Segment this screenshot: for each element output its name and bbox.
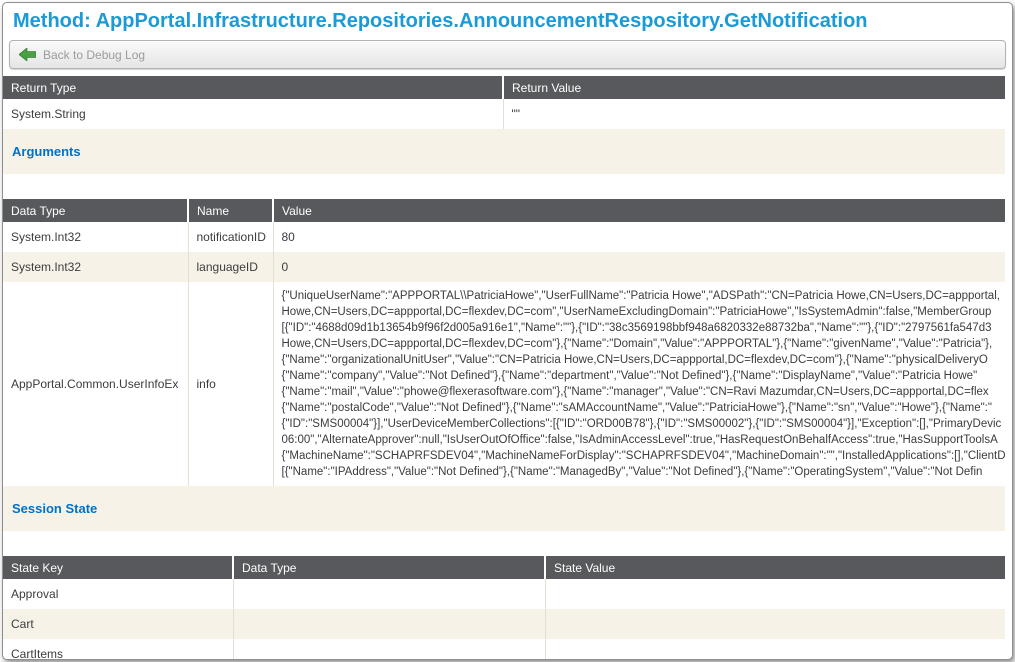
back-arrow-icon: [19, 48, 36, 61]
state-value: [544, 609, 1005, 639]
return-table: Return Type Return Value System.String "…: [3, 76, 1005, 129]
spacer: [3, 531, 1012, 556]
back-to-debug-log-button[interactable]: Back to Debug Log: [9, 40, 1006, 69]
session-state-section-band: Session State: [3, 486, 1005, 531]
argument-data-type: System.Int32: [11, 260, 82, 274]
state-data-type: [232, 579, 545, 609]
argument-name: notificationID: [187, 222, 273, 252]
table-row: AppPortal.Common.UserInfoEx info {"Uniqu…: [3, 282, 1005, 486]
argument-name: languageID: [187, 252, 273, 282]
table-row: System.Int32 notificationID 80: [3, 222, 1005, 252]
argument-value: {"UniqueUserName":"APPPORTAL\\PatriciaHo…: [272, 282, 1005, 486]
session-state-table: State Key Data Type State Value Approval…: [3, 556, 1005, 660]
argument-name: info: [187, 282, 273, 486]
return-type-value: System.String: [11, 107, 86, 121]
table-row: CartItems: [3, 639, 1005, 660]
state-data-type-header: Data Type: [232, 556, 545, 579]
state-value-header: State Value: [544, 556, 1005, 579]
return-table-header-row: Return Type Return Value: [3, 76, 1005, 99]
state-value: [544, 579, 1005, 609]
arguments-section-band: Arguments: [3, 129, 1005, 174]
session-state-heading: Session State: [12, 501, 98, 516]
table-row: System.Int32 languageID 0: [3, 252, 1005, 282]
state-value: [544, 639, 1005, 659]
arguments-value-header: Value: [272, 199, 1005, 222]
state-key-header: State Key: [3, 556, 233, 579]
argument-value: 80: [272, 222, 1005, 252]
state-data-type: [232, 639, 545, 659]
arguments-table-header-row: Data Type Name Value: [3, 199, 1005, 222]
back-button-label: Back to Debug Log: [43, 47, 146, 62]
arguments-data-type-header: Data Type: [3, 199, 188, 222]
argument-data-type: AppPortal.Common.UserInfoEx: [11, 377, 179, 391]
page-title: Method: AppPortal.Infrastructure.Reposit…: [13, 10, 868, 32]
argument-value: 0: [272, 252, 1005, 282]
arguments-name-header: Name: [187, 199, 273, 222]
state-key: Cart: [11, 617, 34, 631]
spacer: [3, 174, 1012, 199]
table-row: Cart: [3, 609, 1005, 639]
arguments-table: Data Type Name Value System.Int32 notifi…: [3, 199, 1005, 486]
argument-data-type: System.Int32: [11, 230, 82, 244]
session-table-header-row: State Key Data Type State Value: [3, 556, 1005, 579]
state-data-type: [232, 609, 545, 639]
return-value-header: Return Value: [502, 76, 1005, 99]
table-row: Approval: [3, 579, 1005, 609]
state-key: CartItems: [11, 647, 64, 660]
return-value-value: "": [502, 99, 1005, 129]
table-row: System.String "": [3, 99, 1005, 129]
arguments-heading: Arguments: [12, 144, 81, 159]
return-type-header: Return Type: [3, 76, 503, 99]
state-key: Approval: [11, 587, 59, 601]
